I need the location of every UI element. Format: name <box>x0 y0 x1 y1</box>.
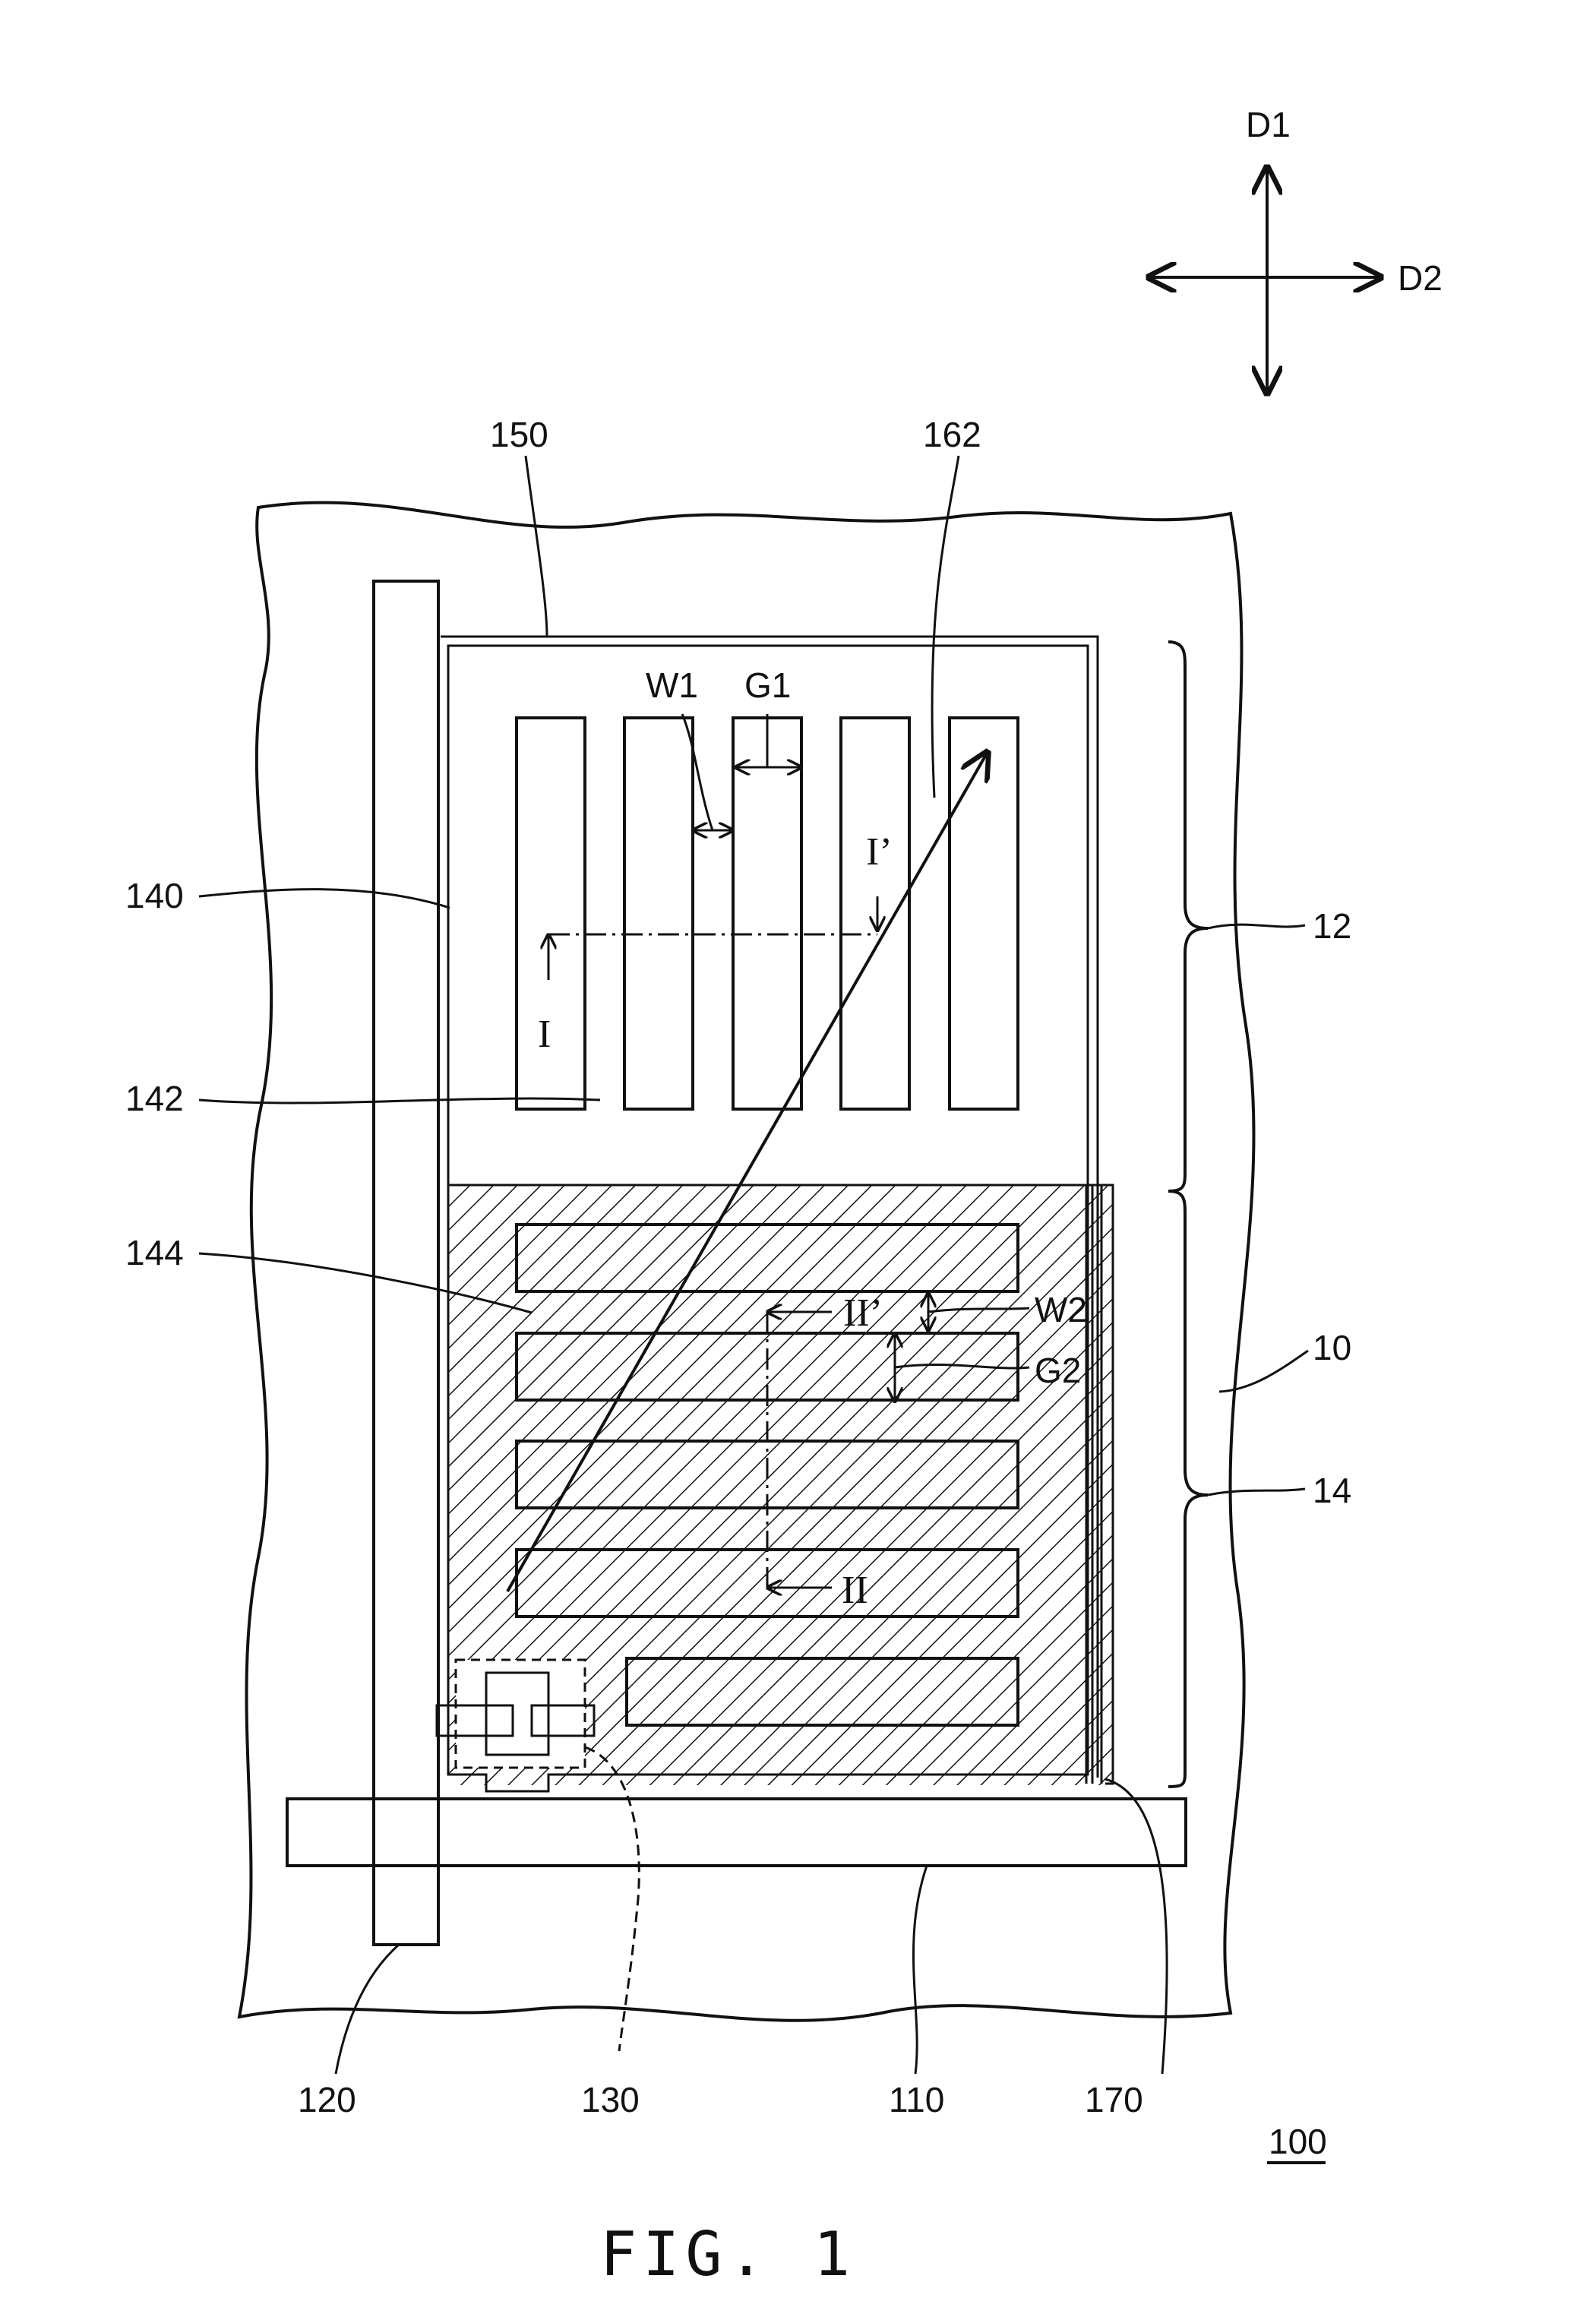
gate-line-110 <box>287 1799 1186 1866</box>
w2-label: W2 <box>1035 1290 1087 1329</box>
leader-14 <box>1208 1489 1305 1495</box>
leader-12 <box>1208 924 1305 928</box>
figure-caption: FIG. 1 <box>600 2219 856 2290</box>
label-110: 110 <box>889 2080 944 2119</box>
leader-110 <box>913 1866 927 2074</box>
w1-label: W1 <box>646 665 698 705</box>
vertical-slit <box>624 718 693 1109</box>
section-line-i: I I’ <box>538 830 893 1056</box>
vertical-slit <box>950 718 1018 1109</box>
leader-150 <box>526 456 547 637</box>
label-10: 10 <box>1313 1328 1351 1367</box>
label-12: 12 <box>1313 906 1351 946</box>
d2-label: D2 <box>1398 258 1443 298</box>
label-14: 14 <box>1313 1471 1351 1510</box>
g2-label: G2 <box>1035 1351 1081 1390</box>
label-140: 140 <box>125 876 184 915</box>
vertical-slits <box>517 718 1018 1109</box>
label-120: 120 <box>298 2080 356 2119</box>
leader-170 <box>1105 1779 1167 2074</box>
section-ii-start-label: II <box>842 1569 868 1612</box>
g1-label: G1 <box>744 665 791 705</box>
region-braces: 12 10 14 <box>1168 642 1351 1787</box>
label-150: 150 <box>490 415 548 454</box>
d1-label: D1 <box>1246 105 1291 144</box>
top-labels: 150 162 <box>490 415 981 798</box>
leader-142 <box>199 1098 600 1103</box>
label-162: 162 <box>923 415 981 454</box>
section-i-start-label: I <box>538 1013 551 1056</box>
vertical-slit <box>733 718 801 1109</box>
leader-140 <box>199 890 450 908</box>
leader-162 <box>932 456 959 798</box>
direction-indicator: D1 D2 <box>1149 105 1443 393</box>
bottom-labels: 120 130 110 170 100 <box>298 1779 1327 2163</box>
label-100: 100 <box>1269 2122 1327 2161</box>
label-170: 170 <box>1085 2080 1143 2119</box>
label-130: 130 <box>581 2080 640 2119</box>
leader-10 <box>1219 1351 1308 1392</box>
label-142: 142 <box>125 1079 184 1118</box>
section-ii-end-label: II’ <box>843 1291 883 1335</box>
vertical-slit <box>841 718 909 1109</box>
data-line-120 <box>374 581 438 1945</box>
section-i-end-label: I’ <box>866 830 893 874</box>
label-144: 144 <box>125 1233 184 1272</box>
